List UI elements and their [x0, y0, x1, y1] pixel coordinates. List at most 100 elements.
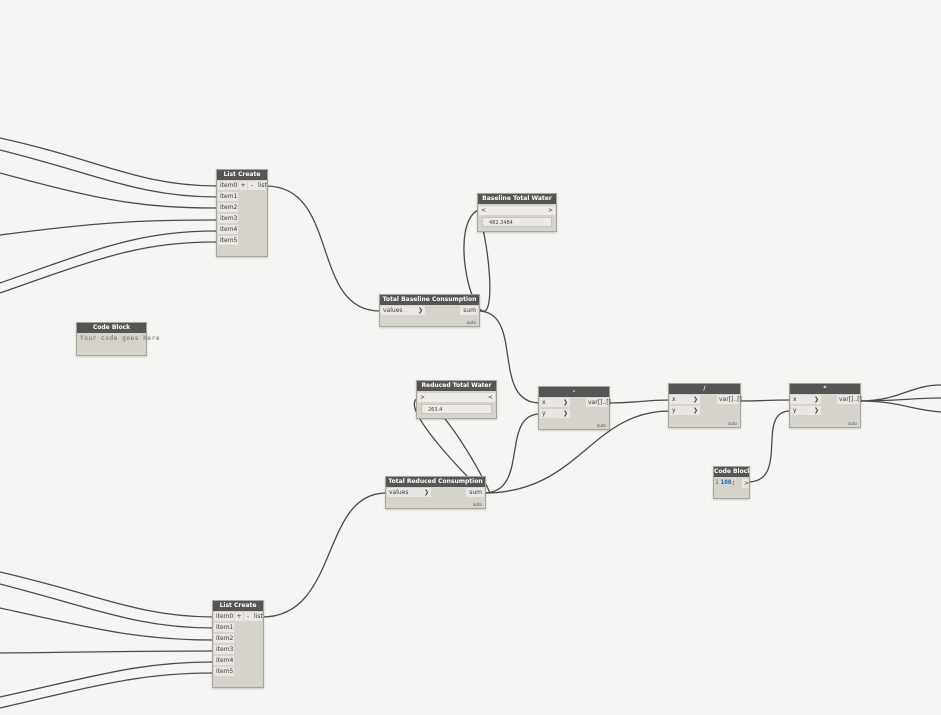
input-port-item2[interactable]: item2	[214, 634, 234, 643]
wire	[858, 384, 941, 402]
chevron-right-icon[interactable]: >	[420, 394, 426, 401]
subtract-node[interactable]: - x ❯ var[]..[] y ❯ auto	[538, 386, 611, 430]
input-port-label: y	[793, 407, 797, 414]
port-row-x: x ❯ var[]..[]	[539, 397, 611, 408]
chevron-right-icon: ❯	[562, 399, 568, 406]
output-port-sum[interactable]: sum	[460, 306, 478, 315]
input-port-label: values	[389, 489, 409, 496]
port-row-item5: item5	[217, 235, 267, 246]
input-port-item5[interactable]: item5	[218, 236, 238, 245]
baseline-total-water-node[interactable]: Baseline Total Water < > 482.3484	[477, 193, 557, 232]
wire	[747, 410, 791, 483]
wire	[0, 137, 218, 187]
code-editor[interactable]: Your code goes here	[80, 335, 161, 342]
wire	[858, 400, 941, 413]
list-create-node-top[interactable]: List Create item0 + - list item1 item2 i…	[216, 169, 268, 257]
code-value: 100	[720, 479, 732, 486]
divide-node[interactable]: / x ❯ var[]..[] y ❯ auto	[668, 383, 742, 428]
port-row-item1: item1	[217, 191, 267, 202]
value-field[interactable]: 263.4	[421, 404, 492, 414]
output-port-sum[interactable]: sum	[466, 488, 484, 497]
port-row-item2: item2	[217, 202, 267, 213]
output-port-list[interactable]: list	[252, 612, 263, 621]
port-row-x: x ❯ var[]..[]	[790, 394, 862, 405]
wire	[265, 185, 381, 312]
node-title: Code Block	[77, 323, 146, 333]
wire	[0, 241, 218, 294]
chevron-right-icon: ❯	[423, 489, 429, 496]
input-port-item2[interactable]: item2	[218, 203, 238, 212]
input-port-values[interactable]: values ❯	[387, 488, 431, 497]
input-port-y[interactable]: y ❯	[791, 406, 821, 415]
output-port-var[interactable]: var[]..[]	[586, 398, 611, 407]
input-port-item3[interactable]: item3	[214, 645, 234, 654]
input-port-item4[interactable]: item4	[214, 656, 234, 665]
wire	[0, 672, 214, 709]
wire	[483, 413, 541, 494]
port-row-item4: item4	[213, 655, 263, 666]
port-row-y: y ❯	[669, 405, 740, 416]
chevron-right-icon: ❯	[692, 407, 698, 414]
input-port-label: values	[383, 307, 403, 314]
port-row-item3: item3	[217, 213, 267, 224]
add-input-button[interactable]: +	[239, 181, 247, 190]
number-slider[interactable]: > <	[418, 393, 495, 402]
output-port-list[interactable]: list	[256, 181, 267, 190]
input-port-item0[interactable]: item0	[218, 181, 238, 190]
node-title: Code Block	[714, 467, 749, 477]
port-row-item1: item1	[213, 622, 263, 633]
reduced-total-water-node[interactable]: Reduced Total Water > < 263.4	[416, 380, 497, 419]
wire	[607, 399, 671, 404]
number-slider[interactable]: < >	[479, 206, 555, 215]
input-port-y[interactable]: y ❯	[670, 406, 700, 415]
multiply-node[interactable]: * x ❯ var[]..[] y ❯ auto	[789, 383, 862, 428]
chevron-right-icon: ❯	[417, 307, 423, 314]
input-port-y[interactable]: y ❯	[540, 409, 570, 418]
chevron-left-icon[interactable]: <	[487, 394, 493, 401]
input-port-x[interactable]: x ❯	[540, 398, 570, 407]
list-create-node-bottom[interactable]: List Create item0 + - list item1 item2 i…	[212, 600, 264, 688]
wire	[0, 230, 218, 284]
lacing-badge: auto	[596, 423, 606, 428]
add-input-button[interactable]: +	[235, 612, 243, 621]
code-semicolon: ;	[731, 479, 736, 486]
lacing-badge: auto	[466, 320, 476, 325]
chevron-right-icon[interactable]: >	[547, 207, 553, 214]
input-port-item3[interactable]: item3	[218, 214, 238, 223]
port-row-values: values ❯ sum	[380, 305, 479, 316]
line-number: 1	[715, 479, 719, 486]
remove-input-button[interactable]: -	[248, 181, 256, 190]
node-title: List Create	[213, 601, 263, 611]
output-port-var[interactable]: var[]..[]	[717, 395, 742, 404]
port-row-item5: item5	[213, 666, 263, 677]
input-port-values[interactable]: values ❯	[381, 306, 425, 315]
input-port-item5[interactable]: item5	[214, 667, 234, 676]
total-baseline-consumption-node[interactable]: Total Baseline Consumption values ❯ sum …	[379, 294, 480, 327]
node-title: Reduced Total Water	[417, 381, 496, 391]
total-reduced-consumption-node[interactable]: Total Reduced Consumption values ❯ sum a…	[385, 476, 486, 509]
lacing-badge: auto	[727, 421, 737, 426]
input-port-x[interactable]: x ❯	[791, 395, 821, 404]
input-port-item1[interactable]: item1	[218, 192, 238, 201]
wire	[0, 650, 214, 654]
output-port-var[interactable]: var[]..[]	[837, 395, 862, 404]
chevron-left-icon[interactable]: <	[481, 207, 487, 214]
output-port[interactable]: >	[742, 479, 750, 488]
value-field[interactable]: 482.3484	[482, 217, 552, 227]
node-title: -	[539, 387, 609, 397]
input-port-x[interactable]: x ❯	[670, 395, 700, 404]
port-row-item3: item3	[213, 644, 263, 655]
input-port-item0[interactable]: item0	[214, 612, 234, 621]
port-row-item0: item0 + - list	[217, 180, 267, 191]
input-port-item4[interactable]: item4	[218, 225, 238, 234]
code-block-node-left[interactable]: Code Block Your code goes here	[76, 322, 159, 356]
wire	[0, 219, 218, 236]
port-row-values: values ❯ sum	[386, 487, 485, 498]
input-port-item1[interactable]: item1	[214, 623, 234, 632]
port-row-item4: item4	[217, 224, 267, 235]
remove-input-button[interactable]: -	[244, 612, 252, 621]
